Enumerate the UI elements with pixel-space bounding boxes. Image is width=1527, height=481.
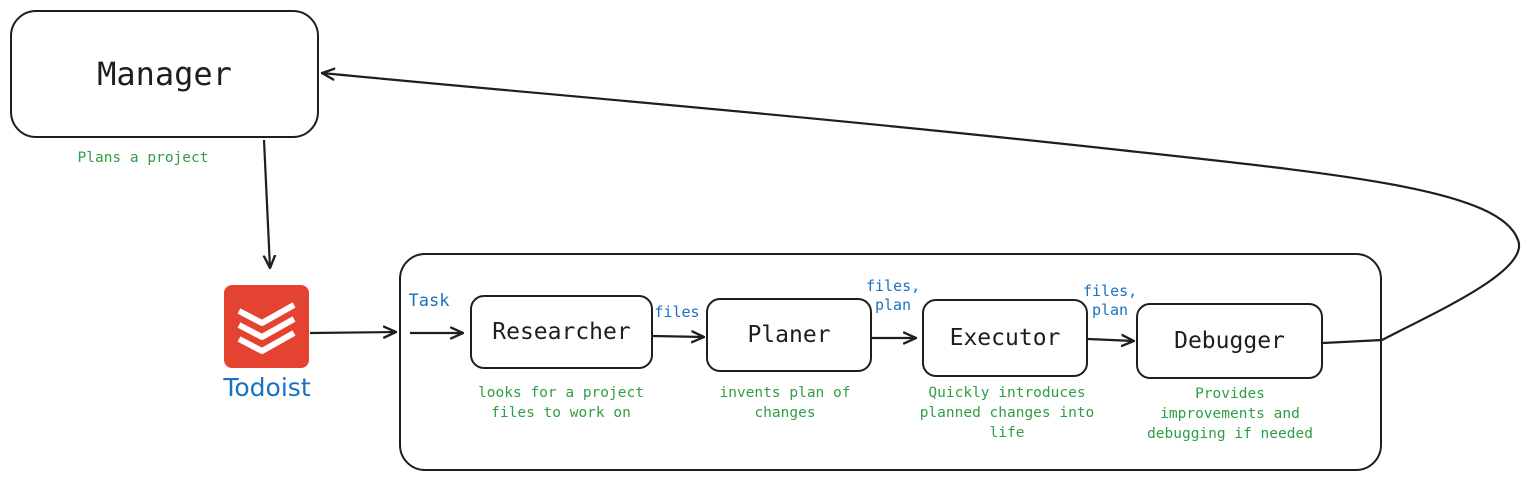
researcher-note: looks for a project files to work on	[478, 385, 644, 421]
edge-label-researcher-planer: files	[654, 303, 700, 321]
task-label: Task	[408, 291, 450, 311]
arrow-todoist-to-pipeline	[309, 332, 396, 333]
arrow-debugger-to-manager	[322, 73, 1521, 345]
manager-note: Plans a project	[77, 150, 209, 166]
planer-note: invents plan of changes	[719, 385, 851, 421]
debugger-note: Provides improvements and debugging if n…	[1147, 386, 1313, 442]
executor-note: Quickly introduces planned changes into …	[919, 385, 1095, 441]
pipeline-container	[399, 253, 1382, 471]
executor-node: Executor	[922, 299, 1088, 377]
edge-label-planer-executor: files, plan	[866, 277, 921, 314]
planer-label: Planer	[747, 322, 831, 348]
executor-label: Executor	[949, 325, 1061, 351]
debugger-node: Debugger	[1136, 303, 1323, 379]
planer-node: Planer	[706, 298, 872, 372]
arrow-manager-to-todoist	[264, 139, 270, 268]
researcher-label: Researcher	[492, 319, 631, 345]
arrow-executor-to-debugger	[1087, 339, 1134, 341]
manager-node: Manager	[10, 10, 319, 138]
researcher-node: Researcher	[470, 295, 653, 369]
debugger-label: Debugger	[1174, 328, 1285, 354]
todoist-logo-icon	[224, 285, 309, 368]
manager-label: Manager	[97, 55, 232, 93]
todoist-label: Todoist	[223, 373, 311, 402]
edge-label-executor-debugger: files, plan	[1083, 282, 1138, 319]
arrow-researcher-to-planer	[652, 336, 704, 337]
